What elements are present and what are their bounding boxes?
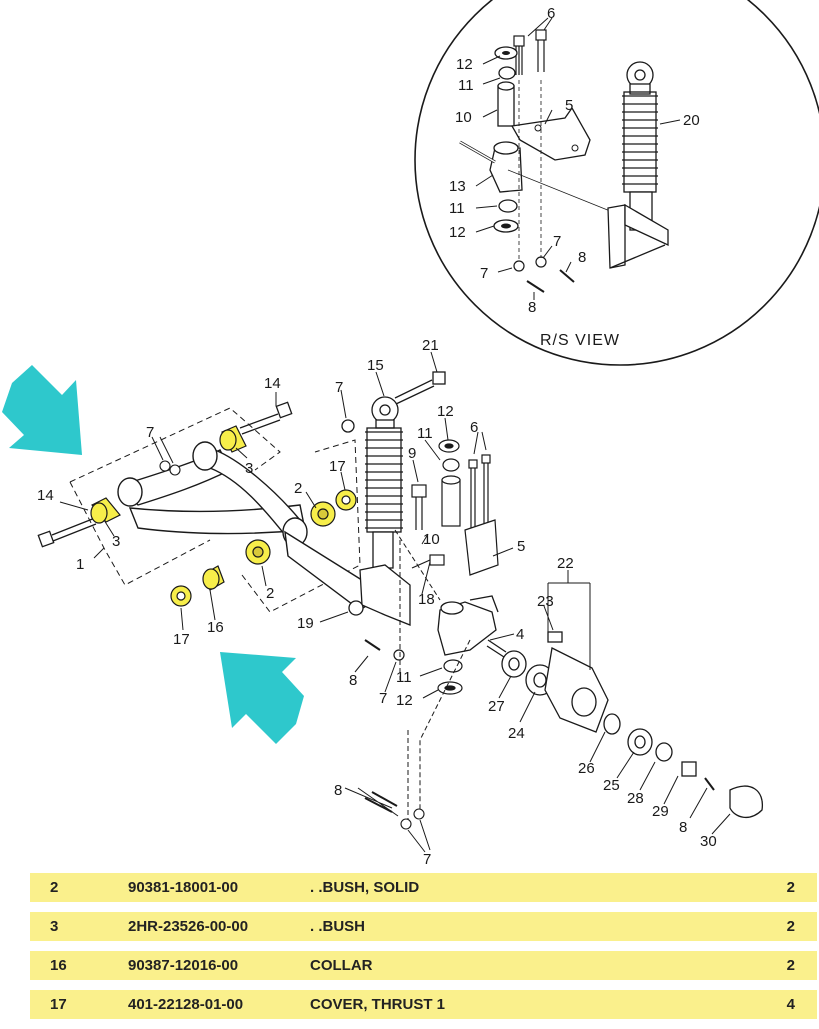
parts-row[interactable]: 3 2HR-23526-00-00 . .BUSH 2: [30, 912, 817, 941]
callout-9: 9: [408, 445, 416, 462]
parts-row[interactable]: 2 90381-18001-00 . .BUSH, SOLID 2: [30, 873, 817, 902]
callout-6: 6: [547, 5, 555, 22]
part-description: COVER, THRUST 1: [310, 996, 446, 1013]
callout-8: 8: [679, 819, 687, 836]
bush-2-highlight: [245, 501, 336, 565]
a-arm-assembly-bounds: [69, 407, 361, 613]
callout-labels: 6 12 11 10 5 20 13 11 12 7 8 7 8 14 7 3 …: [37, 5, 717, 868]
parts-list: 2 90381-18001-00 . .BUSH, SOLID 2 3 2HR-…: [30, 873, 817, 1029]
part-ref: 17: [50, 996, 67, 1013]
callout-4: 4: [516, 626, 524, 643]
rs-view-label: R/S VIEW: [540, 332, 620, 349]
bolt-9: [411, 484, 427, 530]
part-description: . .BUSH, SOLID: [310, 879, 420, 896]
callout-5: 5: [517, 538, 525, 555]
guide-lines: [394, 529, 471, 820]
callout-11: 11: [396, 669, 412, 686]
part-quantity: 4: [786, 996, 795, 1013]
callout-12: 12: [456, 56, 473, 73]
callout-10: 10: [455, 109, 472, 126]
knuckle-4: [437, 595, 507, 658]
callout-26: 26: [578, 760, 595, 777]
bush-3-highlight: [90, 425, 247, 524]
callout-14: 14: [264, 375, 281, 392]
callout-23: 23: [537, 593, 554, 610]
callout-12: 12: [449, 224, 466, 241]
callout-6: 6: [470, 419, 478, 436]
callout-11: 11: [458, 77, 474, 94]
parts-row[interactable]: 17 401-22128-01-00 COVER, THRUST 1 4: [30, 990, 817, 1019]
part-quantity: 2: [786, 957, 795, 974]
part-description: COLLAR: [310, 957, 373, 974]
part-quantity: 2: [786, 879, 795, 896]
callout-8: 8: [334, 782, 342, 799]
callout-7: 7: [480, 265, 488, 282]
callout-2: 2: [266, 585, 274, 602]
callout-25: 25: [603, 777, 620, 794]
callout-2: 2: [294, 480, 302, 497]
callout-30: 30: [700, 833, 717, 850]
callout-15: 15: [367, 357, 384, 374]
collar-16-highlight: [202, 565, 225, 591]
direction-arrow-icon: [2, 365, 82, 455]
callout-3: 3: [245, 460, 253, 477]
callout-5: 5: [565, 97, 573, 114]
callout-11: 11: [449, 200, 465, 217]
callout-29: 29: [652, 803, 669, 820]
callout-10: 10: [423, 531, 440, 548]
callout-8: 8: [578, 249, 586, 266]
part-ref: 16: [50, 957, 67, 974]
callout-12: 12: [396, 692, 413, 709]
shock-absorber-15: [341, 371, 446, 626]
leader-lines: [59, 17, 731, 853]
part-number: 2HR-23526-00-00: [128, 918, 249, 935]
callout-7: 7: [553, 233, 561, 250]
bolt-6-inset: [513, 29, 547, 75]
callout-21: 21: [422, 337, 439, 354]
callout-12: 12: [437, 403, 454, 420]
callout-14: 14: [37, 487, 54, 504]
callout-19: 19: [297, 615, 314, 632]
upper-collar-stack: [411, 439, 499, 576]
callout-1: 1: [76, 556, 84, 573]
callout-24: 24: [508, 725, 525, 742]
cover-17-highlight: [170, 489, 357, 607]
callout-17: 17: [329, 458, 346, 475]
hub-assembly: [501, 631, 763, 818]
direction-arrow-icon: [220, 652, 304, 744]
callout-13: 13: [449, 178, 466, 195]
part-ref: 2: [50, 879, 59, 896]
part-number: 90387-12016-00: [128, 957, 239, 974]
part-quantity: 2: [786, 918, 795, 935]
lower-nuts: [364, 791, 425, 830]
callout-8: 8: [349, 672, 357, 689]
nut-7: [159, 460, 181, 476]
callout-7: 7: [423, 851, 431, 868]
parts-row[interactable]: 16 90387-12016-00 COLLAR 2: [30, 951, 817, 980]
callout-16: 16: [207, 619, 224, 636]
part-ref: 3: [50, 918, 59, 935]
callout-11: 11: [417, 425, 433, 442]
callout-17: 17: [173, 631, 190, 648]
callout-20: 20: [683, 112, 700, 129]
callout-28: 28: [627, 790, 644, 807]
callout-22: 22: [557, 555, 574, 572]
bolt-14: [37, 401, 293, 548]
callout-7: 7: [379, 690, 387, 707]
exploded-parts-diagram: R/S VIEW: [2, 0, 819, 868]
callout-7: 7: [146, 424, 154, 441]
callout-3: 3: [112, 533, 120, 550]
callout-27: 27: [488, 698, 505, 715]
shock-absorber-20-inset: [607, 61, 669, 269]
callout-8: 8: [528, 299, 536, 316]
a-arm-1: [117, 441, 373, 611]
rs-view-inset: [414, 0, 819, 366]
callout-7: 7: [335, 379, 343, 396]
part-number: 90381-18001-00: [128, 879, 239, 896]
part-number: 401-22128-01-00: [128, 996, 244, 1013]
part-description: . .BUSH: [310, 918, 366, 935]
callout-18: 18: [418, 591, 435, 608]
